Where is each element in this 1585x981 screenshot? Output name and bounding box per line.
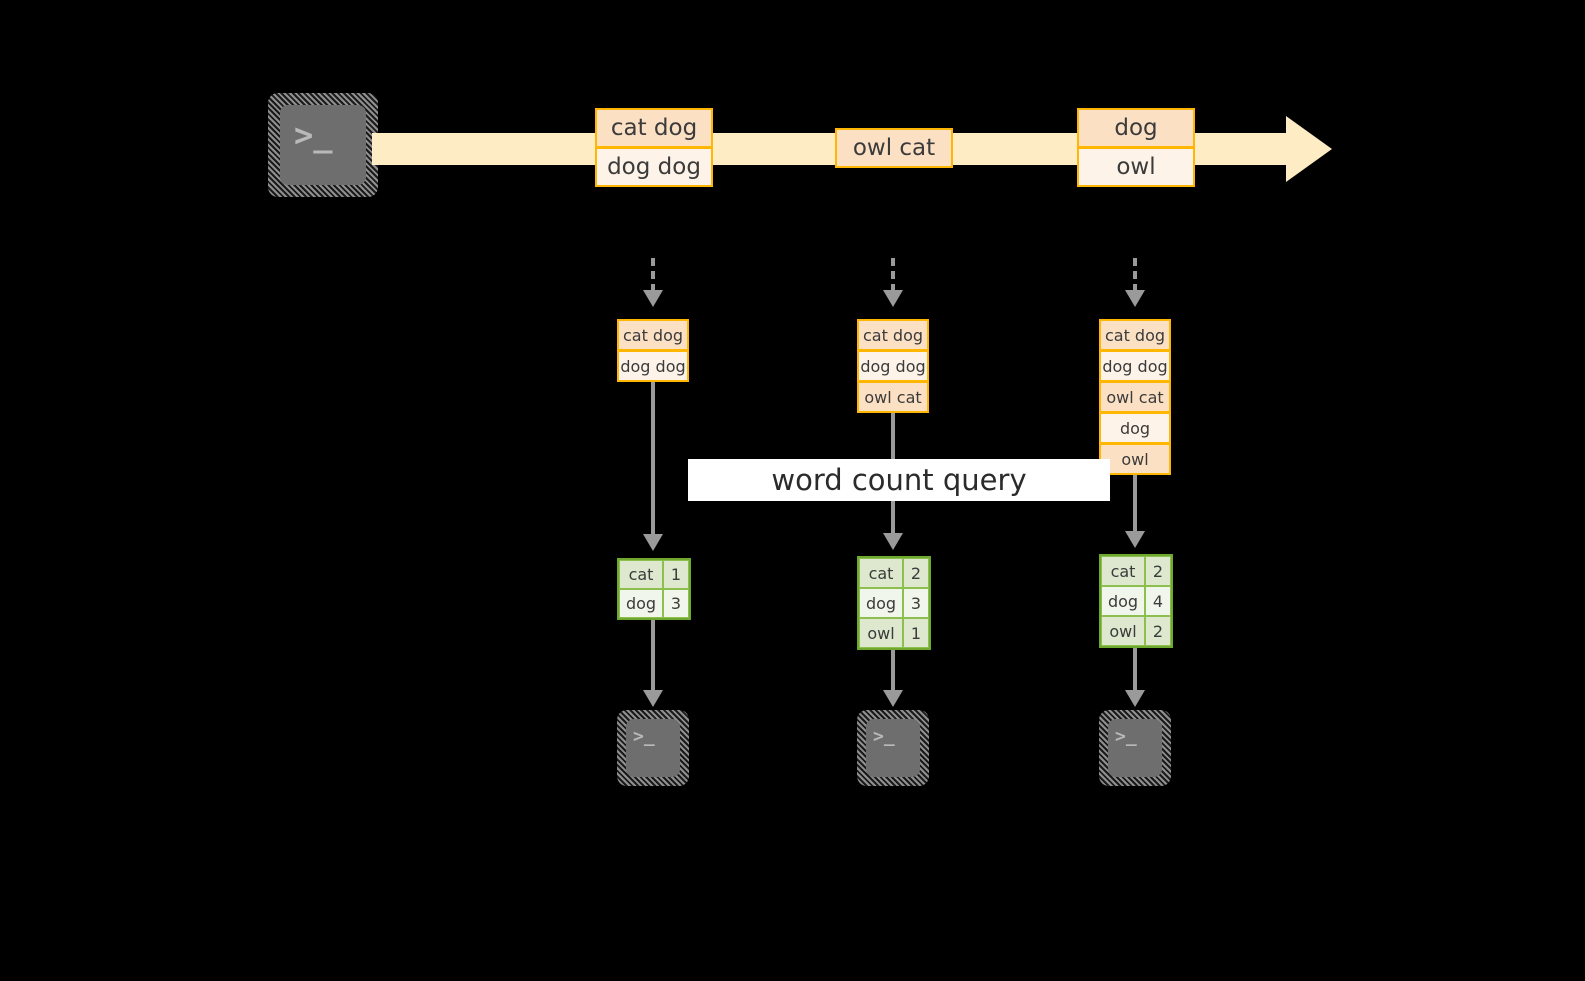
dashed-down-arrow-icon [891, 258, 895, 292]
query-label: word count query [771, 463, 1027, 497]
table-row[interactable]: dog 4 [1101, 586, 1171, 616]
snapshot-input-line[interactable]: dog dog [857, 350, 929, 382]
snapshot-input-line[interactable]: owl cat [1099, 381, 1171, 413]
dashed-down-arrow-icon [1133, 258, 1137, 292]
stream-record[interactable]: dog [1077, 108, 1195, 148]
terminal-prompt-glyph: >_ [633, 726, 655, 747]
table-row[interactable]: cat 2 [859, 558, 929, 588]
table-row[interactable]: cat 2 [1101, 556, 1171, 586]
terminal-screen [626, 719, 680, 777]
stream-record-label: owl [1116, 154, 1156, 180]
terminal-screen [866, 719, 920, 777]
stream-record[interactable]: dog dog [595, 147, 713, 187]
snapshot-input-label: cat dog [1104, 325, 1166, 345]
snapshot-input-label: cat dog [862, 325, 924, 345]
table-row[interactable]: cat 1 [619, 560, 689, 589]
down-arrow-icon [1133, 475, 1137, 533]
terminal-icon-sink[interactable]: >_ [1099, 710, 1171, 786]
down-arrow-icon [1125, 531, 1145, 548]
down-arrow-icon [883, 690, 903, 707]
result-table[interactable]: cat 1 dog 3 [617, 558, 691, 620]
snapshot-input-label: owl [1121, 449, 1149, 469]
table-row[interactable]: dog 3 [859, 588, 929, 618]
snapshot-input-line[interactable]: dog dog [1099, 350, 1171, 382]
table-row[interactable]: owl 2 [1101, 616, 1171, 646]
stream-record-label: cat dog [610, 115, 698, 141]
snapshot-input-label: owl cat [1106, 387, 1164, 407]
snapshot-input-line[interactable]: cat dog [1099, 319, 1171, 351]
snapshot-input-label: dog [1119, 418, 1151, 438]
terminal-screen [280, 105, 366, 185]
snapshot-input-line[interactable]: cat dog [857, 319, 929, 351]
result-word: dog [859, 588, 903, 618]
snapshot-input-line[interactable]: cat dog [617, 319, 689, 351]
result-word: cat [859, 558, 903, 588]
snapshot-input-label: owl cat [864, 387, 922, 407]
snapshot-input-label: dog dog [1102, 356, 1168, 376]
snapshot-input-label: dog dog [620, 356, 686, 376]
down-arrow-icon [891, 650, 895, 692]
stream-record[interactable]: cat dog [595, 108, 713, 148]
stream-record-label: dog dog [607, 154, 701, 180]
terminal-icon-sink[interactable]: >_ [617, 710, 689, 786]
query-label-band: word count query [688, 459, 1110, 501]
snapshot-input-label: cat dog [622, 325, 684, 345]
result-table[interactable]: cat 2 dog 4 owl 2 [1099, 554, 1173, 648]
result-count: 3 [663, 589, 689, 618]
result-word: dog [1101, 586, 1145, 616]
result-count: 1 [903, 618, 929, 648]
terminal-prompt-glyph: >_ [294, 116, 333, 154]
dashed-down-arrow-icon [643, 290, 663, 307]
stream-record-label: owl cat [852, 135, 936, 161]
down-arrow-icon [1125, 690, 1145, 707]
result-word: owl [859, 618, 903, 648]
dashed-down-arrow-icon [651, 258, 655, 292]
terminal-prompt-glyph: >_ [1115, 726, 1137, 747]
snapshot-input-label: dog dog [860, 356, 926, 376]
result-table[interactable]: cat 2 dog 3 owl 1 [857, 556, 931, 650]
down-arrow-icon [883, 533, 903, 550]
result-count: 2 [1145, 616, 1171, 646]
result-count: 1 [663, 560, 689, 589]
result-word: dog [619, 589, 663, 618]
terminal-icon-source[interactable]: >_ [268, 93, 378, 197]
snapshot-input-line[interactable]: owl cat [857, 381, 929, 413]
result-word: cat [1101, 556, 1145, 586]
stream-record[interactable]: owl [1077, 147, 1195, 187]
terminal-icon-sink[interactable]: >_ [857, 710, 929, 786]
table-row[interactable]: owl 1 [859, 618, 929, 648]
result-count: 2 [903, 558, 929, 588]
stream-record[interactable]: owl cat [835, 128, 953, 168]
snapshot-input-line[interactable]: dog [1099, 412, 1171, 444]
terminal-prompt-glyph: >_ [873, 726, 895, 747]
result-count: 2 [1145, 556, 1171, 586]
down-arrow-icon [651, 382, 655, 536]
snapshot-input-line[interactable]: dog dog [617, 350, 689, 382]
result-count: 3 [903, 588, 929, 618]
dashed-down-arrow-icon [1125, 290, 1145, 307]
result-word: cat [619, 560, 663, 589]
down-arrow-icon [643, 690, 663, 707]
table-row[interactable]: dog 3 [619, 589, 689, 618]
stream-record-label: dog [1114, 115, 1158, 141]
down-arrow-icon [643, 534, 663, 551]
down-arrow-icon [651, 620, 655, 692]
timeline-arrow-head [1286, 116, 1332, 182]
dashed-down-arrow-icon [883, 290, 903, 307]
down-arrow-icon [1133, 648, 1137, 692]
terminal-screen [1108, 719, 1162, 777]
result-word: owl [1101, 616, 1145, 646]
result-count: 4 [1145, 586, 1171, 616]
